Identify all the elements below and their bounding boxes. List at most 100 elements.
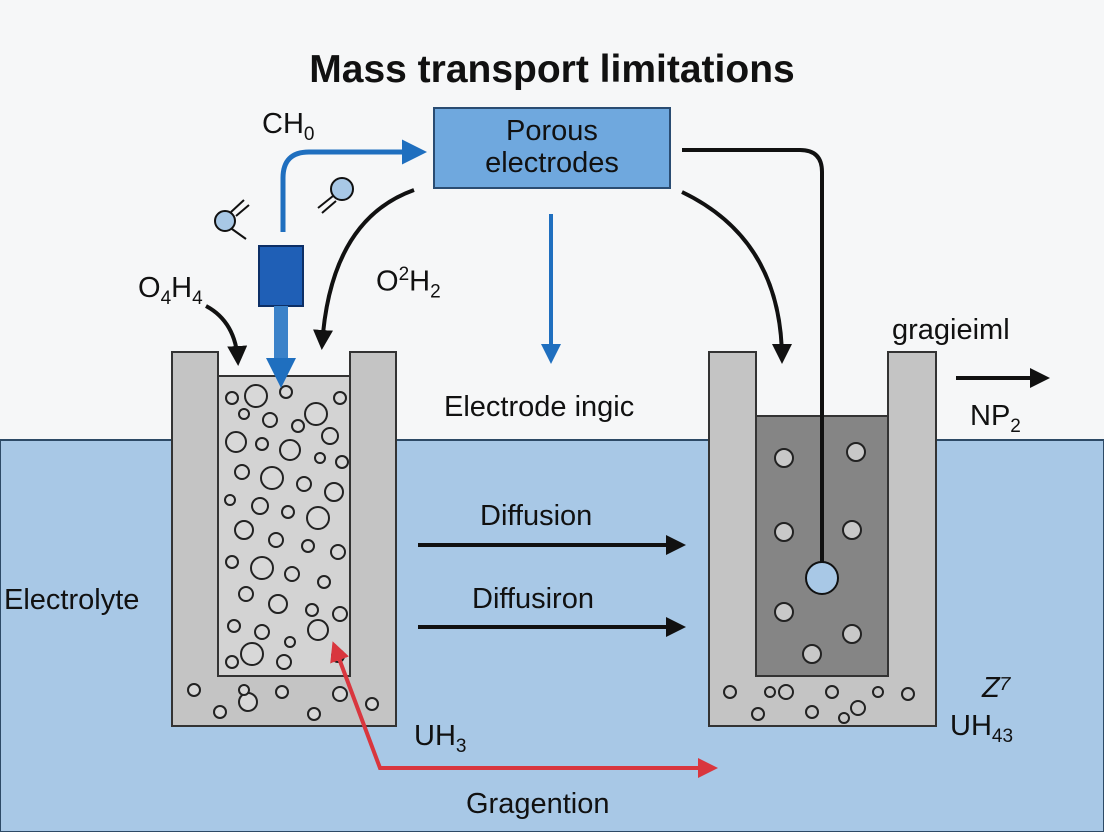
pore — [225, 555, 239, 569]
pore — [268, 532, 284, 548]
diagram-title: Mass transport limitations — [309, 48, 795, 91]
porous-electrodes-label: Porous electrodes — [434, 108, 670, 188]
pore — [774, 522, 794, 542]
pore — [306, 506, 330, 530]
molecule-icon-left — [214, 199, 250, 240]
left-pores — [187, 384, 379, 721]
pore — [281, 505, 295, 519]
pore — [279, 439, 301, 461]
electrolyte-region — [0, 439, 1104, 832]
pore — [332, 606, 348, 622]
pore — [324, 482, 344, 502]
left-electrode — [171, 351, 397, 727]
pore — [805, 705, 819, 719]
ch0-label: CH0 — [262, 108, 315, 145]
z7-label: Z⁷ — [982, 672, 1011, 704]
o4h4-arrow — [205, 304, 248, 366]
pore — [251, 497, 269, 515]
pore — [778, 684, 794, 700]
pore — [838, 712, 850, 724]
np2-label: NP2 — [970, 400, 1021, 437]
pore — [238, 586, 254, 602]
pore — [244, 384, 268, 408]
pore — [225, 655, 239, 669]
molecule-icon-right — [317, 177, 354, 214]
pore — [305, 603, 319, 617]
pore — [279, 385, 293, 399]
pore — [321, 427, 339, 445]
red-transport-arrow — [330, 641, 718, 778]
pore — [275, 685, 289, 699]
pore — [238, 408, 250, 420]
pore — [723, 685, 737, 699]
probe-ball — [805, 561, 839, 595]
pore — [187, 683, 201, 697]
pore — [846, 442, 866, 462]
uh43-label: UH43 — [950, 710, 1014, 747]
pore — [842, 520, 862, 540]
pore — [335, 455, 349, 469]
pore — [234, 520, 254, 540]
box-to-right-arrow — [681, 190, 792, 364]
pore — [301, 539, 315, 553]
pore — [314, 452, 326, 464]
pore — [296, 476, 312, 492]
pore — [262, 412, 278, 428]
pore — [291, 419, 305, 433]
uh3-label: UH3 — [414, 720, 467, 757]
o2h2-label: O2H2 — [376, 264, 441, 303]
porous-line-2: electrodes — [485, 147, 619, 179]
pore — [250, 556, 274, 580]
pore — [332, 686, 348, 702]
gragieiml-label: gragieiml — [892, 314, 1010, 346]
pore — [842, 624, 862, 644]
electrode-ingic-label: Electrode ingic — [444, 391, 635, 423]
pore — [774, 602, 794, 622]
pore — [284, 566, 300, 582]
pore — [850, 700, 866, 716]
pore — [365, 697, 379, 711]
pore — [227, 619, 241, 633]
diffusion-label-2: Diffusiron — [472, 583, 594, 615]
pore — [238, 684, 250, 696]
gragention-label: Gragention — [466, 788, 610, 820]
pore — [330, 544, 346, 560]
pore — [774, 448, 794, 468]
box-to-left-arrow — [313, 188, 415, 350]
pore — [255, 437, 269, 451]
right-pores — [723, 442, 915, 724]
pore — [276, 654, 292, 670]
pore — [901, 687, 915, 701]
pore — [213, 705, 227, 719]
pore — [225, 391, 239, 405]
pore — [225, 431, 247, 453]
diffusion-label-1: Diffusion — [480, 500, 593, 532]
porous-line-1: Porous — [506, 115, 598, 148]
pore — [234, 464, 250, 480]
feed-block — [258, 245, 304, 307]
pore — [751, 707, 765, 721]
pore — [240, 642, 264, 666]
pore — [224, 494, 236, 506]
pore — [872, 686, 884, 698]
pore — [317, 575, 331, 589]
pore — [238, 692, 258, 712]
ch0-to-box-arrow — [280, 139, 427, 232]
pore — [307, 707, 321, 721]
pore — [802, 644, 822, 664]
electrolyte-label: Electrolyte — [4, 584, 140, 616]
porous-electrodes-box — [433, 107, 671, 189]
feed-stem — [274, 306, 288, 362]
pore — [254, 624, 270, 640]
pore — [307, 619, 329, 641]
pore — [333, 391, 347, 405]
o4h4-label: O4H4 — [138, 272, 203, 309]
pore — [304, 402, 328, 426]
pore — [268, 594, 288, 614]
probe-wire — [682, 148, 824, 566]
pore — [284, 636, 296, 648]
pore — [764, 686, 776, 698]
pore — [825, 685, 839, 699]
